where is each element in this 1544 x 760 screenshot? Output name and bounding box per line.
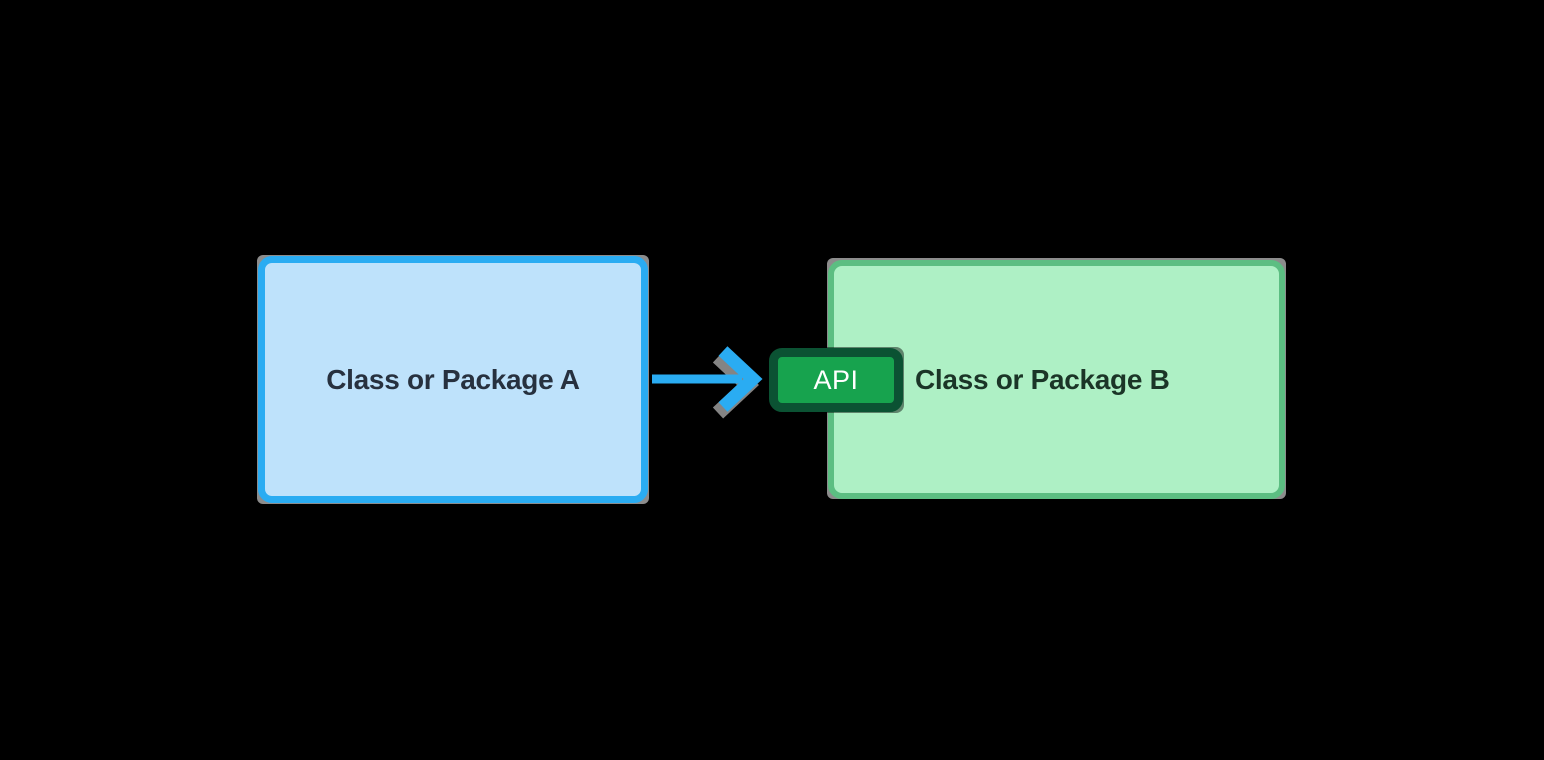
- api-badge-label: API: [813, 364, 859, 395]
- arrow-right-icon: [652, 346, 763, 419]
- arrow-shaft: [652, 374, 742, 384]
- class-or-package-a-box: Class or Package A: [258, 256, 648, 503]
- arrow-chevron: [718, 346, 763, 412]
- class-or-package-b-box: Class or Package B: [828, 260, 1285, 499]
- api-badge: API: [769, 348, 903, 412]
- box-b-label: Class or Package B: [915, 363, 1170, 395]
- box-a-label: Class or Package A: [326, 363, 580, 395]
